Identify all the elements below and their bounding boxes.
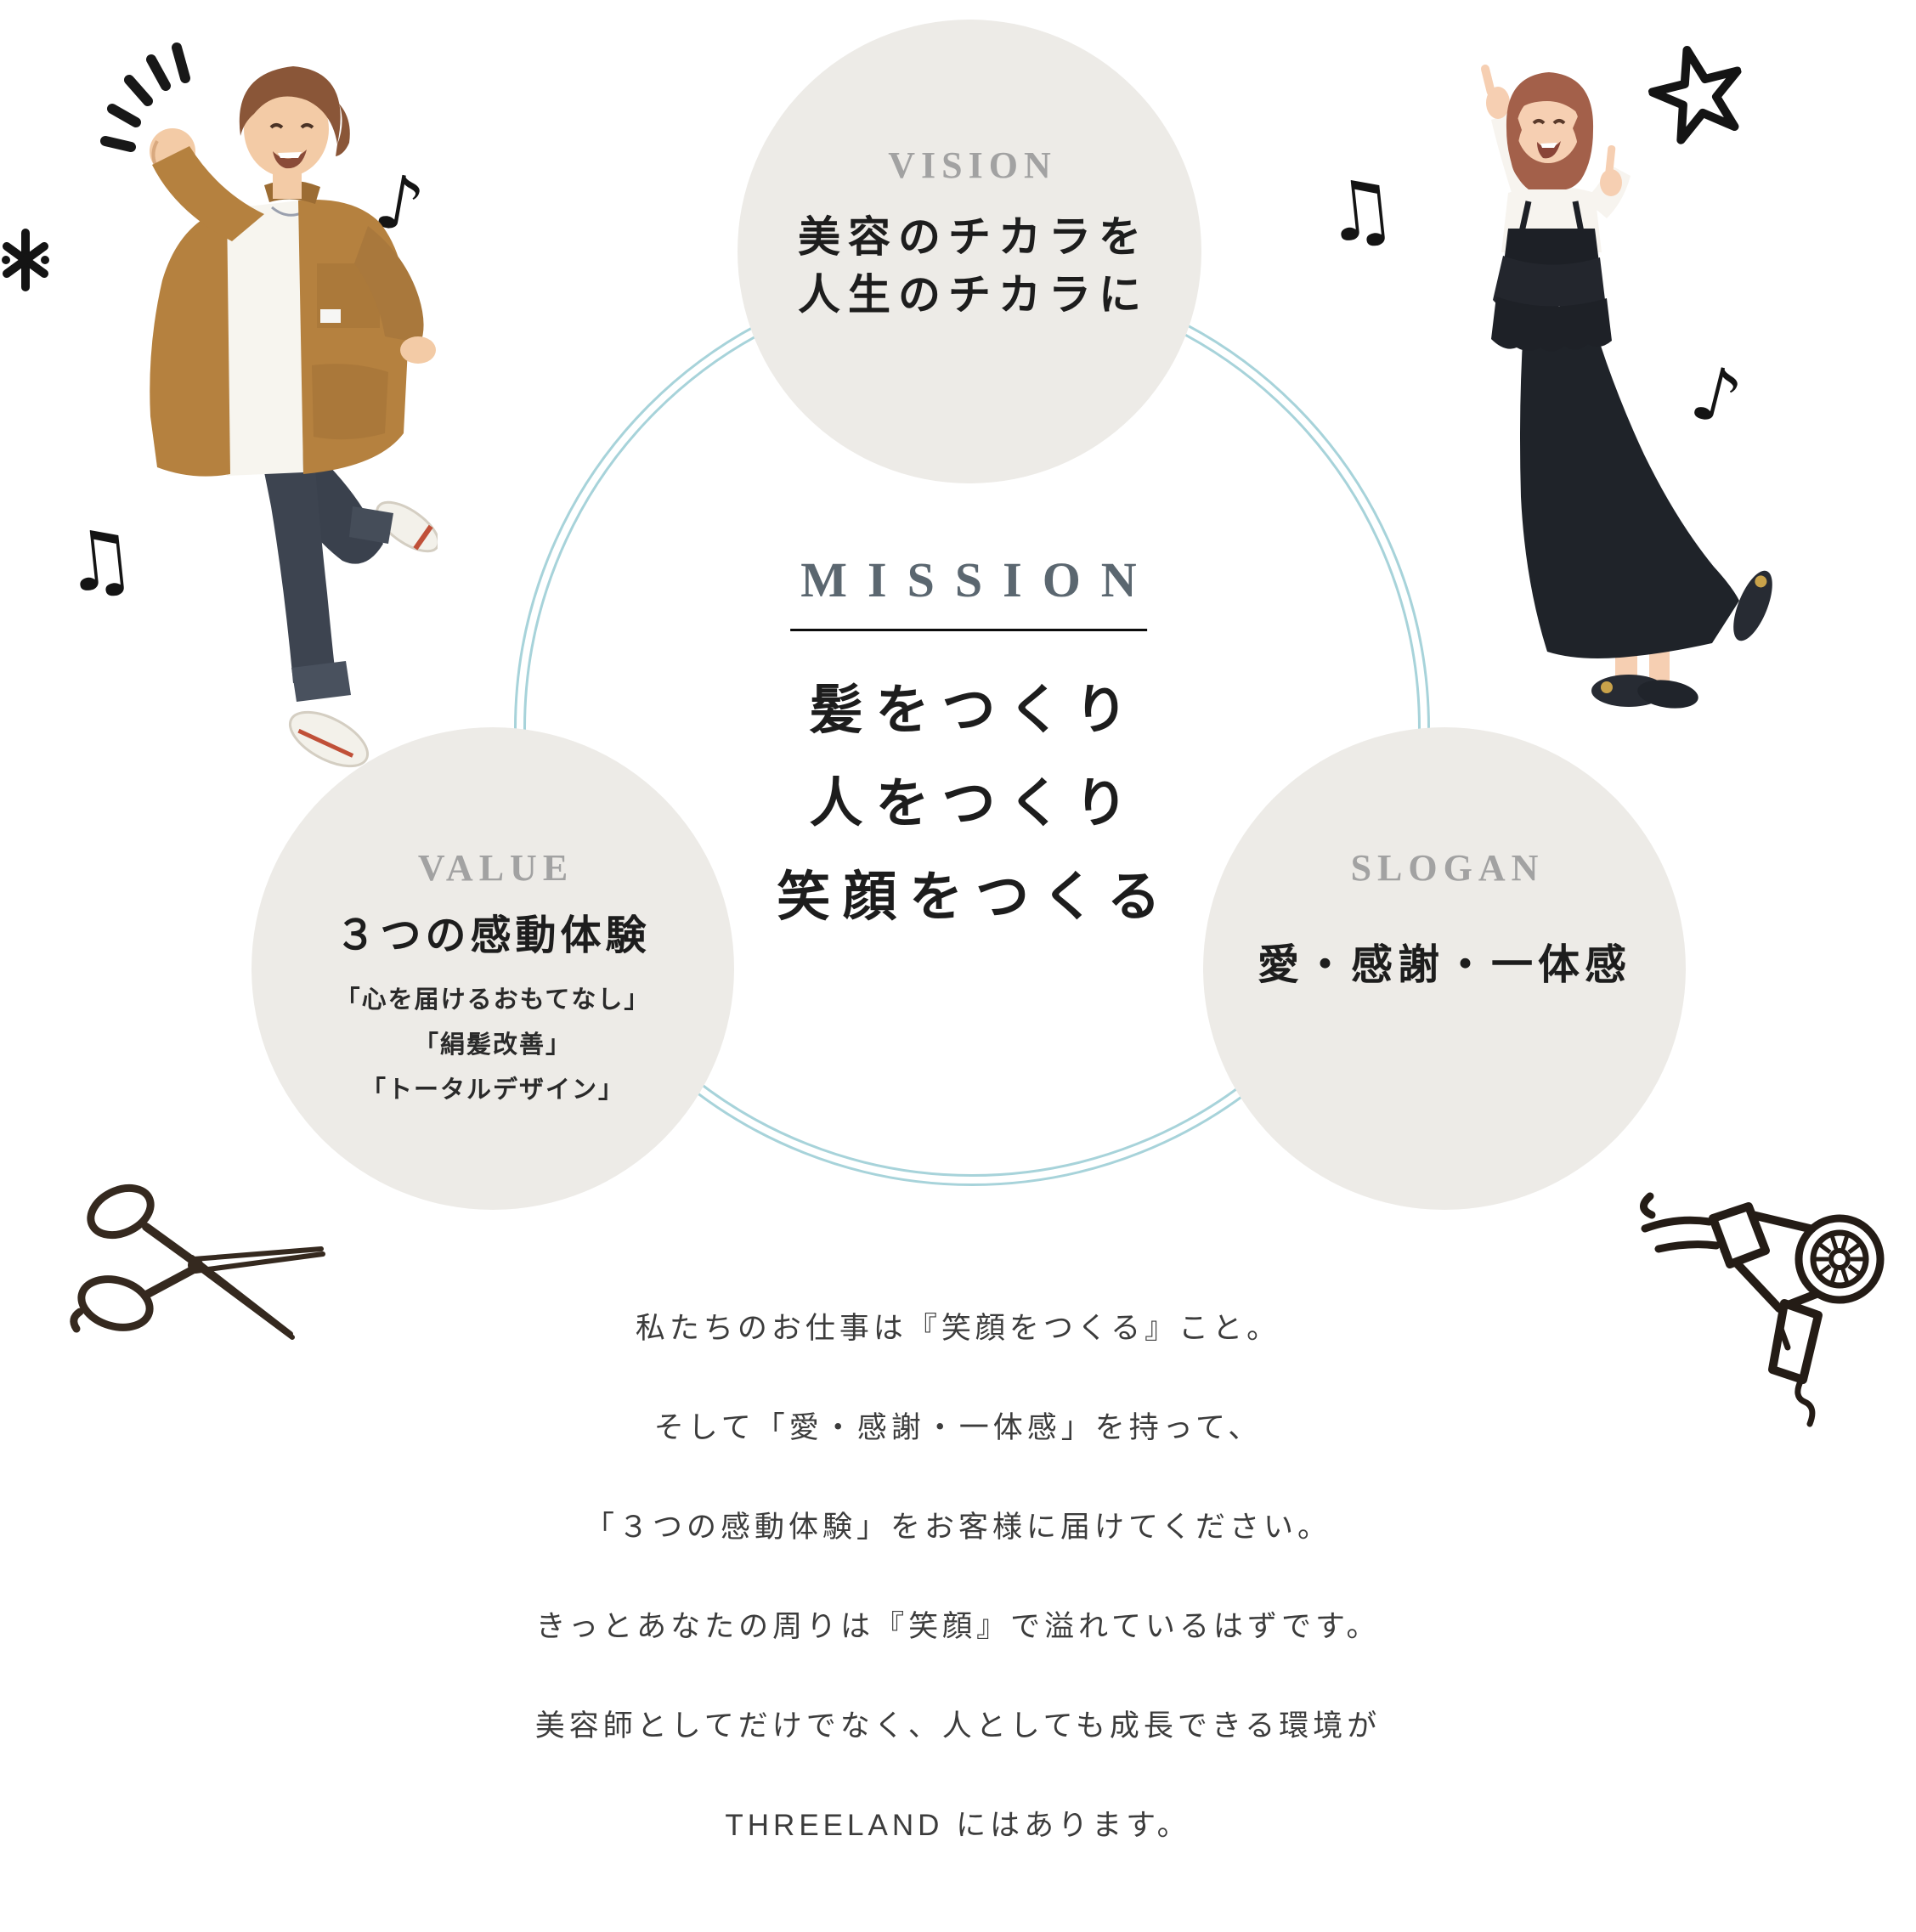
message-line: 「３つの感動体験」をお客様に届けてください。: [585, 1511, 1331, 1544]
female-skirt: [1520, 327, 1739, 658]
message-line: THREELAND にはあります。: [725, 1809, 1191, 1842]
value-items: 「心を届けるおもてなし」 「絹髪改善」 「トータルデザイン」: [252, 978, 734, 1113]
slogan-label: SLOGAN: [1350, 847, 1545, 889]
mission-heading: MISSION: [800, 552, 1157, 607]
male-head: [239, 66, 350, 199]
asterisk-icon: [2, 229, 49, 291]
music-note-icon: ♫: [1319, 159, 1402, 263]
value-item: 「トータルデザイン」: [360, 1076, 625, 1104]
vision-line: 美容のチカラを: [798, 213, 1149, 261]
message-line: 私たちのお仕事は『笑顔をつくる』こと。: [635, 1312, 1281, 1345]
mission-line: 人をつくり: [809, 774, 1141, 833]
mission-line: 笑顔をつくる: [777, 867, 1173, 927]
male-bent-arm: [354, 226, 436, 364]
star-icon: [1648, 45, 1742, 144]
vision-statement: 美容のチカラを 人生のチカラに: [738, 208, 1201, 324]
mission-statement: 髪をつくり 人をつくり 笑顔をつくる: [764, 664, 1173, 944]
vision-line: 人生のチカラに: [798, 271, 1149, 319]
vision-circle: VISION 美容のチカラを 人生のチカラに: [738, 20, 1201, 483]
mission-block: MISSION 髪をつくり 人をつくり 笑顔をつくる: [764, 551, 1173, 944]
scissors-icon: [70, 1183, 325, 1340]
vision-label: VISION: [888, 144, 1057, 186]
message-line: 美容師としてだけでなく、人としても成長できる環境が: [534, 1709, 1382, 1743]
male-raised-arm: [150, 128, 264, 241]
message-paragraph: 私たちのお仕事は『笑顔をつくる』こと。 そして「愛・感謝・一体感」を持って、 「…: [0, 1279, 1916, 1875]
slogan-circle: SLOGAN 愛・感謝・一体感: [1203, 727, 1686, 1210]
message-line: そして「愛・感謝・一体感」を持って、: [653, 1411, 1263, 1444]
female-back-shoe: [1733, 570, 1772, 641]
slogan-text: 愛・感謝・一体感: [1257, 942, 1631, 988]
mission-line: 髪をつくり: [809, 681, 1141, 740]
value-circle: VALUE ３つの感動体験 「心を届けるおもてなし」 「絹髪改善」 「トータルデ…: [252, 727, 734, 1210]
value-item: 「心を届けるおもてなし」: [335, 986, 651, 1014]
female-torso: [1491, 171, 1612, 352]
sparkle-burst-icon: [100, 42, 190, 152]
hair-dryer-icon: [1640, 1192, 1885, 1427]
mission-underline: [790, 629, 1147, 631]
male-torso: [150, 180, 409, 477]
male-stylist-photo: [150, 66, 438, 768]
value-title: ３つの感動体験: [335, 913, 651, 958]
value-item: 「絹髪改善」: [413, 1031, 572, 1059]
male-front-leg: [252, 415, 370, 768]
female-head: [1506, 72, 1594, 189]
message-line: きっとあなたの周りは『笑顔』で溢れているはずです。: [535, 1610, 1381, 1643]
female-stylist-photo: [1480, 64, 1772, 709]
value-label: VALUE: [417, 847, 574, 889]
